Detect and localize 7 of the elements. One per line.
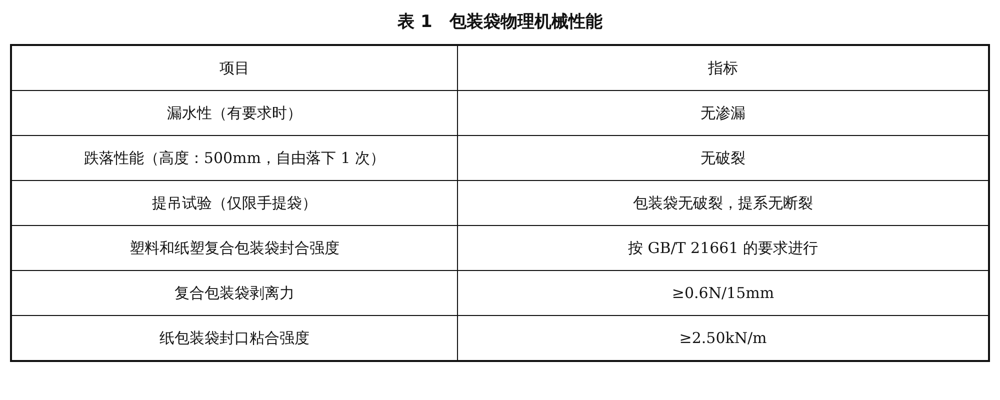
table-cell: 跌落性能（高度：500mm，自由落下 1 次）: [11, 136, 458, 180]
table-cell: 漏水性（有要求时）: [11, 90, 458, 136]
table-cell: 复合包装袋剥离力: [11, 270, 458, 316]
table-title: 表 1 包装袋物理机械性能: [398, 12, 602, 32]
table-cell: 提吊试验（仅限手提袋）: [11, 180, 458, 226]
header-cell: 项目: [11, 45, 458, 90]
table-cell: 塑料和纸塑复合包装袋封合强度: [11, 226, 458, 270]
